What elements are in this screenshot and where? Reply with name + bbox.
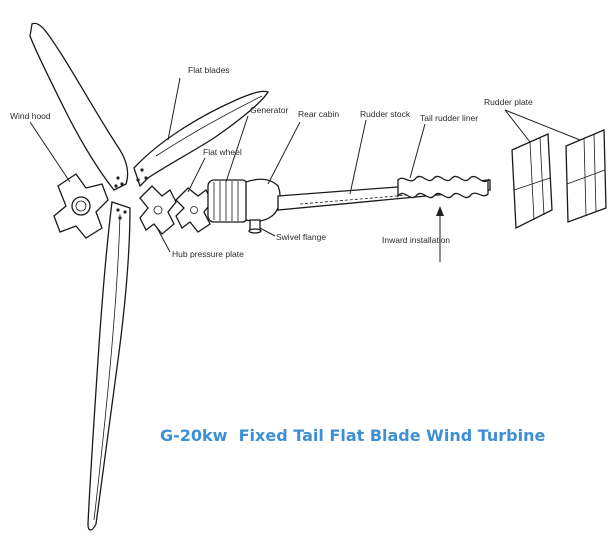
label-flat-blades: Flat blades bbox=[188, 65, 230, 75]
plate-hole bbox=[153, 205, 163, 215]
wind-hood-hub bbox=[71, 196, 91, 216]
label-flat-wheel: Flat wheel bbox=[203, 147, 242, 157]
label-inward-installation: Inward installation bbox=[382, 235, 451, 245]
bolt-hole bbox=[120, 182, 124, 186]
label-hub-pressure-plate: Hub pressure plate bbox=[172, 249, 244, 259]
wheel-hole bbox=[190, 206, 198, 214]
rudder-plate-rib bbox=[566, 169, 606, 185]
tail-rudder-liner bbox=[397, 175, 489, 199]
inward-installation-arrowhead bbox=[436, 206, 444, 216]
rudder-plate-rib bbox=[539, 137, 545, 216]
bolt-hole bbox=[123, 210, 127, 214]
label-generator: Generator bbox=[250, 105, 289, 115]
blade-edge-line bbox=[155, 95, 263, 157]
flat-wheel bbox=[175, 187, 213, 233]
leader-rudder-plate bbox=[504, 109, 581, 141]
label-rudder-stock: Rudder stock bbox=[360, 109, 411, 119]
hub-pressure-plate bbox=[139, 185, 177, 235]
leader-swivel-flange bbox=[259, 227, 276, 237]
bolt-hole bbox=[140, 168, 144, 172]
bolt-hole bbox=[114, 184, 118, 188]
leader-hub-pressure-plate bbox=[155, 225, 171, 253]
bolt-hole bbox=[118, 216, 122, 220]
leader-flat-wheel bbox=[187, 157, 206, 193]
label-tail-rudder-liner: Tail rudder liner bbox=[420, 113, 479, 123]
leader-generator bbox=[225, 115, 249, 183]
wind-hood-hole bbox=[75, 200, 87, 212]
rudder-plate-rib bbox=[513, 177, 551, 191]
rear-cabin bbox=[245, 178, 281, 222]
rudder-plate-rib bbox=[593, 133, 597, 213]
bolt-hole bbox=[136, 178, 140, 182]
bolt-hole bbox=[144, 176, 148, 180]
leader-wind-hood bbox=[29, 121, 71, 183]
leader-rudder-plate bbox=[504, 109, 531, 143]
blade-middle bbox=[133, 90, 269, 188]
rudder-plate-rib bbox=[529, 141, 535, 221]
leader-flat-blades bbox=[167, 77, 181, 141]
label-rudder-plate: Rudder plate bbox=[484, 97, 533, 107]
label-rear-cabin: Rear cabin bbox=[298, 109, 340, 119]
bolt-hole bbox=[116, 176, 120, 180]
leader-tail-rudder-liner bbox=[409, 123, 426, 179]
leader-rear-cabin bbox=[267, 121, 301, 185]
blade-edge-line bbox=[93, 213, 121, 521]
bolt-hole bbox=[116, 208, 120, 212]
blade-lower bbox=[87, 201, 131, 531]
swivel-flange-ring bbox=[248, 228, 262, 234]
rudder-stock-detail bbox=[299, 193, 421, 205]
label-swivel-flange: Swivel flange bbox=[276, 232, 327, 242]
diagram-title: G-20kw Fixed Tail Flat Blade Wind Turbin… bbox=[160, 426, 546, 445]
label-wind-hood: Wind hood bbox=[10, 111, 51, 121]
blade-upper bbox=[29, 22, 129, 191]
leader-rudder-stock bbox=[349, 119, 367, 195]
